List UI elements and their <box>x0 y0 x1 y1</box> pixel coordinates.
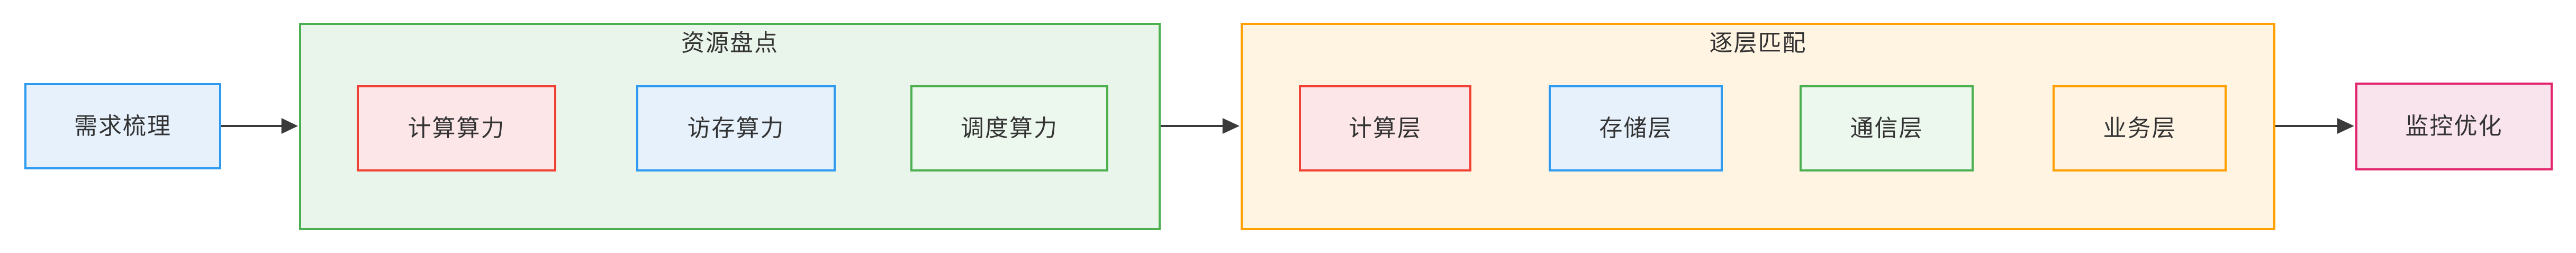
group-resource-inventory-title: 资源盘点 <box>681 30 779 56</box>
node-storage-layer-label: 存储层 <box>1599 115 1673 141</box>
node-storage-layer[interactable]: 存储层 <box>1549 85 1723 171</box>
arrow-connector-3 <box>2275 118 2354 134</box>
arrow-connector-2 <box>1161 118 1240 134</box>
node-business-layer-label: 业务层 <box>2103 115 2176 141</box>
node-memory-access-power-label: 访存算力 <box>687 115 785 141</box>
node-monitoring-optimization-label: 监控优化 <box>2405 113 2503 139</box>
node-communication-layer[interactable]: 通信层 <box>1800 85 1974 171</box>
node-communication-layer-label: 通信层 <box>1850 115 1923 141</box>
node-compute-power[interactable]: 计算算力 <box>357 85 556 171</box>
node-monitoring-optimization[interactable]: 监控优化 <box>2355 83 2553 170</box>
node-compute-layer-label: 计算层 <box>1349 115 1422 141</box>
group-resource-inventory[interactable]: 资源盘点 计算算力 访存算力 调度算力 <box>299 23 1161 230</box>
group-layer-matching-title: 逐层匹配 <box>1709 30 1807 56</box>
group-layer-matching[interactable]: 逐层匹配 计算层 存储层 通信层 业务层 <box>1241 23 2275 230</box>
node-business-layer[interactable]: 业务层 <box>2053 85 2227 171</box>
node-scheduling-power[interactable]: 调度算力 <box>910 85 1108 171</box>
arrow-connector-1 <box>221 118 299 134</box>
node-scheduling-power-label: 调度算力 <box>961 115 1058 141</box>
node-memory-access-power[interactable]: 访存算力 <box>636 85 836 171</box>
node-requirements-label: 需求梳理 <box>74 113 171 139</box>
node-compute-power-label: 计算算力 <box>408 115 505 141</box>
node-compute-layer[interactable]: 计算层 <box>1299 85 1471 171</box>
node-requirements[interactable]: 需求梳理 <box>24 83 221 169</box>
